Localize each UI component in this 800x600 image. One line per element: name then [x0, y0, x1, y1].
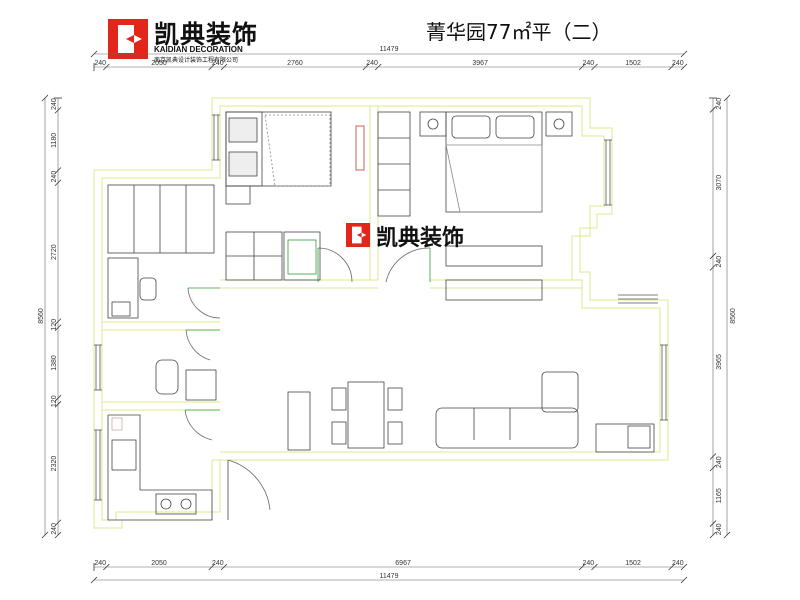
dimension-tick	[54, 167, 62, 174]
dimension-label: 1380	[51, 355, 58, 371]
dimension-tick	[591, 563, 598, 571]
dimension-label: 120	[51, 395, 58, 407]
dimension-label: 240	[94, 560, 106, 567]
dimension-tick	[54, 179, 62, 187]
dimension-tick	[709, 252, 717, 260]
dimension-label: 240	[716, 456, 723, 468]
dimension-tick	[90, 50, 98, 58]
dimension-tick	[54, 106, 62, 114]
windows	[94, 114, 668, 501]
dimension-label: 1165	[716, 488, 723, 503]
logo-mark-icon	[108, 19, 148, 59]
dimension-tick	[54, 318, 62, 325]
dimension-label: 8560	[730, 308, 737, 324]
dimension-tick	[54, 531, 62, 539]
dimension-tick	[41, 531, 49, 539]
dimension-label: 3070	[716, 175, 723, 191]
logo-name-cn: 凯典装饰	[154, 21, 259, 49]
dimension-tick	[208, 63, 215, 71]
dimension-label: 2050	[151, 60, 167, 67]
dimension-tick	[374, 63, 382, 71]
dimension-label: 3967	[472, 60, 488, 67]
dimension-label: 1180	[51, 133, 58, 148]
dimension-tick	[709, 106, 717, 113]
dimension-label: 11479	[380, 573, 399, 580]
dimension-label: 11479	[380, 46, 399, 53]
dimension-tick	[709, 453, 717, 460]
dimension-label: 2720	[51, 244, 58, 260]
dimension-label: 240	[94, 60, 106, 67]
dimension-label: 240	[716, 98, 723, 110]
furniture	[107, 111, 655, 521]
dimension-tick	[668, 563, 675, 571]
dimension-label: 8560	[38, 308, 45, 324]
dimension-label: 240	[672, 560, 684, 567]
dimension-tick	[680, 563, 688, 571]
watermark-name-cn: 凯典装饰	[376, 225, 465, 250]
dimension-tick	[723, 531, 731, 539]
dimension-label: 240	[212, 560, 224, 567]
dimension-tick	[208, 563, 215, 571]
dimension-tick	[680, 576, 688, 584]
plan-title: 菁华园77㎡平（二）	[426, 20, 612, 44]
dimension-tick	[709, 264, 717, 271]
dimension-tick	[680, 50, 688, 58]
dimension-label: 6967	[395, 560, 411, 567]
dimension-tick	[103, 63, 110, 71]
dimension-tick	[54, 394, 62, 402]
dimension-tick	[680, 63, 688, 71]
dimension-ticks	[41, 50, 731, 584]
dimension-label: 240	[582, 60, 594, 67]
dimension-tick	[54, 401, 62, 408]
dimension-tick	[709, 531, 717, 539]
dimension-label: 120	[51, 319, 58, 331]
dimension-tick	[90, 576, 98, 584]
dimension-tick	[54, 519, 62, 527]
watermark: 凯典装饰	[346, 221, 496, 251]
dimension-lines	[44, 53, 728, 581]
dimension-tick	[54, 324, 62, 332]
dimension-tick	[668, 63, 675, 71]
dimension-label: 2320	[51, 456, 58, 472]
dimension-label: 2760	[287, 60, 303, 67]
dimension-tick	[723, 94, 731, 102]
dimension-label: 240	[716, 523, 723, 535]
dimension-label: 3965	[716, 354, 723, 370]
dimension-label: 240	[212, 60, 224, 67]
dimension-label: 240	[366, 60, 378, 67]
dimension-tick	[220, 63, 228, 71]
dimension-tick	[709, 520, 717, 527]
logo-name-en: KAIDIAN DECORATION	[154, 45, 243, 54]
doors	[184, 247, 431, 520]
dimension-label: 1502	[625, 560, 641, 567]
company-logo: 凯典装饰 KAIDIAN DECORATION 南京凯典设计装饰工程有限公司	[108, 17, 268, 64]
dimension-labels: 240 2050 240 2760 240 3967 240 1502 240 240 2050 24…	[38, 46, 737, 580]
dimension-label: 240	[672, 60, 684, 67]
dimension-label: 240	[716, 256, 723, 268]
dimension-label: 2050	[151, 560, 167, 567]
dimension-tick	[220, 563, 228, 571]
dimension-label: 240	[51, 171, 58, 183]
dimension-label: 240	[582, 560, 594, 567]
dimension-tick	[709, 464, 717, 472]
dimension-tick	[578, 563, 586, 571]
dimension-tick	[578, 63, 586, 71]
dimension-label: 240	[51, 98, 58, 110]
logo-company-full: 南京凯典设计装饰工程有限公司	[154, 58, 239, 64]
dimension-label: 240	[51, 523, 58, 535]
dimension-tick	[362, 63, 370, 71]
dimension-tick	[41, 94, 49, 102]
walls	[93, 97, 669, 529]
dimension-label: 1502	[625, 60, 641, 67]
dimension-tick	[103, 563, 110, 571]
watermark-mark-icon	[346, 223, 370, 247]
dimension-tick	[591, 63, 598, 71]
